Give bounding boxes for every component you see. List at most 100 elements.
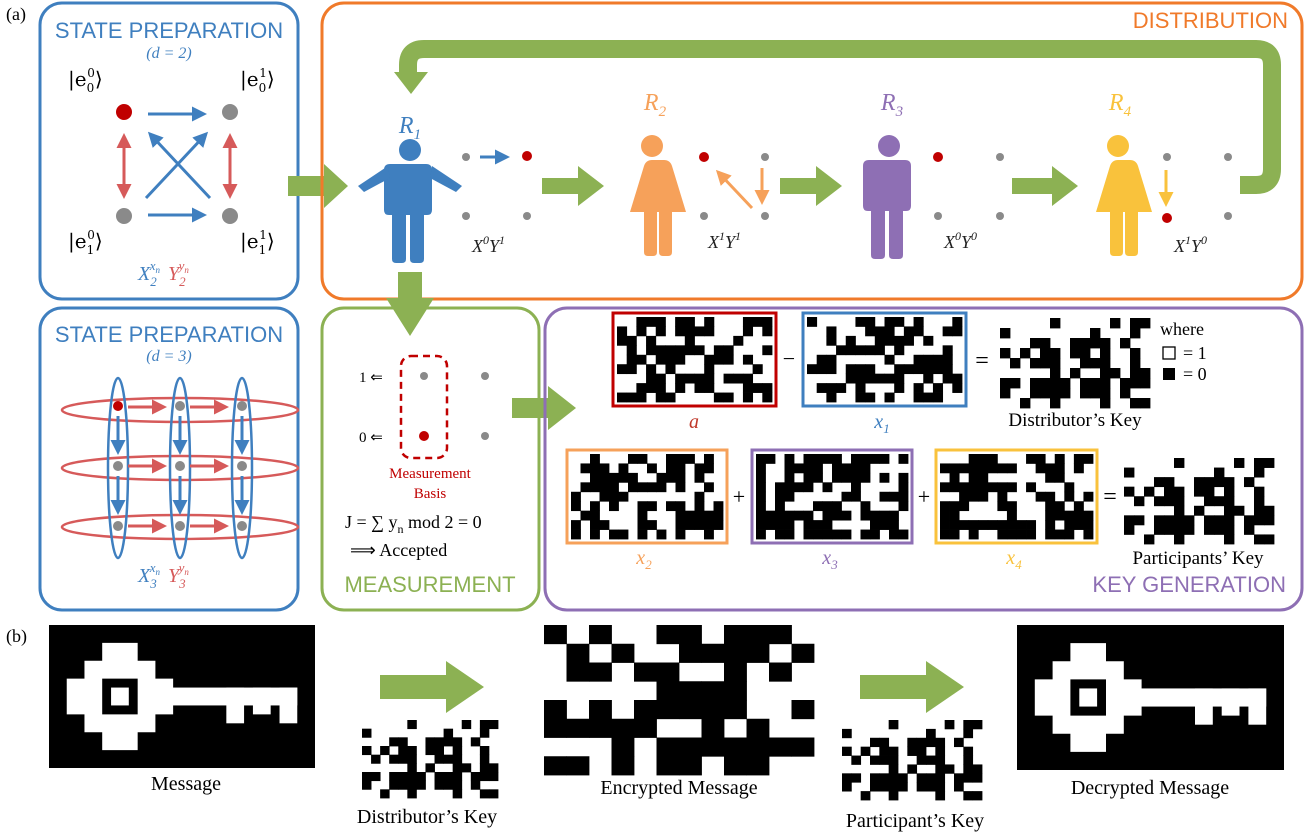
- frame-x1: [801, 311, 968, 408]
- measurement-label-1: 1 ⇐: [359, 370, 383, 386]
- key-bitmap-icon: [1017, 625, 1284, 770]
- arrow-icon: [386, 272, 434, 336]
- svg-text:R4: R4: [1108, 90, 1132, 120]
- state-prep-d3-title: STATE PREPARATION: [55, 322, 283, 347]
- black-legend: = 0: [1183, 364, 1207, 384]
- bitmap-icon: [940, 454, 1094, 540]
- measurement-basis-box: [399, 354, 449, 460]
- arrow-icon: [380, 661, 484, 713]
- frame-a: [611, 311, 778, 408]
- key-bitmap-icon: [49, 625, 315, 768]
- bitmap-icon: [571, 454, 724, 540]
- white-legend: = 1: [1183, 343, 1207, 363]
- person-icon: [1096, 135, 1152, 256]
- key-generation-title: KEY GENERATION: [1092, 572, 1286, 597]
- mini-lattice-4: [1158, 153, 1232, 223]
- participant-key-label-b: Participant’s Key: [846, 810, 984, 832]
- arrow-icon: [1012, 166, 1078, 206]
- message-label: Message: [151, 773, 221, 795]
- d2-lattice: [116, 104, 238, 224]
- distributor-key-label: Distributor’s Key: [1008, 410, 1142, 431]
- distributor-key-label-b: Distributor’s Key: [357, 806, 497, 828]
- mini-lattice-2: [699, 152, 770, 220]
- frame-x2: [565, 448, 729, 545]
- op-label-1: X0Y1: [471, 233, 505, 256]
- op-label-2: X1Y1: [707, 229, 741, 252]
- participant-r4: R4: [1096, 90, 1152, 256]
- measurement-formula: J = ∑ yn mod 2 = 0: [345, 512, 482, 536]
- measurement-basis-line2: Basis: [414, 486, 447, 502]
- bitmap-icon: [1124, 458, 1275, 545]
- op-label-3: X0Y0: [943, 229, 977, 252]
- measurement-accepted: ⟹ Accepted: [350, 540, 447, 560]
- bitmap-icon: [807, 317, 963, 403]
- participant-r2: R2: [630, 90, 686, 256]
- minus-sign: −: [783, 346, 795, 371]
- participants-key-label: Participants’ Key: [1132, 548, 1264, 569]
- svg-text:|e00⟩: |e00⟩: [68, 66, 103, 95]
- white-square-icon: [1162, 346, 1176, 360]
- distribution-box: [320, 1, 1304, 301]
- measurement-box: [320, 306, 541, 612]
- state-prep-d2-box: [38, 1, 300, 301]
- arrow-icon: [288, 164, 348, 208]
- svg-text:|e01⟩: |e01⟩: [240, 66, 275, 95]
- frame-x3: [750, 448, 914, 545]
- arrow-icon: [860, 661, 964, 713]
- decrypted-label: Decrypted Message: [1071, 777, 1229, 799]
- bitmap-icon: [842, 720, 983, 801]
- state-prep-d2-title: STATE PREPARATION: [55, 18, 283, 43]
- mini-lattice-1: [462, 149, 532, 220]
- arrow-icon: [780, 166, 842, 206]
- key-generation-box: [543, 306, 1304, 612]
- bitmap-layer: [49, 317, 1284, 801]
- equals-sign-1: =: [975, 348, 989, 374]
- mini-lattice-3: [933, 152, 1004, 220]
- state-prep-d3-subtitle: (d = 3): [146, 348, 191, 365]
- arrow-icon: [542, 166, 604, 206]
- label-a: a: [689, 411, 699, 433]
- where-label: where: [1160, 319, 1204, 339]
- d3-lattice: [60, 376, 300, 560]
- arrow-icon: [394, 72, 428, 94]
- svg-text:R3: R3: [880, 90, 903, 120]
- op-label-4: X1Y0: [1173, 233, 1207, 256]
- ket-tr: |e01⟩: [240, 66, 275, 95]
- svg-text:R1: R1: [398, 113, 421, 143]
- ket-tl: |e00⟩: [68, 66, 103, 95]
- measurement-label-0: 0 ⇐: [359, 430, 383, 446]
- svg-text:R2: R2: [643, 90, 667, 120]
- person-icon: [358, 139, 462, 263]
- black-square-icon: [1163, 368, 1175, 380]
- bitmap-icon: [617, 317, 773, 403]
- label-x3: x3: [821, 547, 838, 572]
- label-x1: x1: [873, 411, 889, 436]
- svg-text:|e10⟩: |e10⟩: [68, 228, 103, 257]
- bitmap-icon: [544, 625, 815, 776]
- svg-text:|e11⟩: |e11⟩: [240, 228, 275, 257]
- bitmap-icon: [1000, 318, 1151, 409]
- plus-sign-2: +: [918, 484, 930, 509]
- label-x2: x2: [635, 547, 652, 572]
- panel-label-b: (b): [6, 626, 27, 647]
- measurement-basis-line1: Measurement: [389, 466, 471, 482]
- person-icon: [863, 135, 911, 259]
- distribution-title: DISTRIBUTION: [1133, 8, 1288, 33]
- measurement-title: MEASUREMENT: [344, 572, 515, 597]
- participant-r1: R1: [358, 113, 462, 263]
- person-icon: [630, 135, 686, 256]
- equals-sign-2: =: [1103, 484, 1117, 510]
- label-x4: x4: [1005, 547, 1022, 572]
- state-prep-d2-subtitle: (d = 2): [146, 45, 191, 62]
- frame-x4: [934, 448, 1099, 545]
- bitmap-icon: [756, 454, 909, 540]
- state-prep-d3-box: [38, 306, 300, 612]
- ket-bl: |e10⟩: [68, 228, 103, 257]
- loop-arrow: [399, 40, 1281, 194]
- ket-br: |e11⟩: [240, 228, 275, 257]
- bitmap-icon: [362, 720, 499, 799]
- encrypted-label: Encrypted Message: [600, 777, 757, 799]
